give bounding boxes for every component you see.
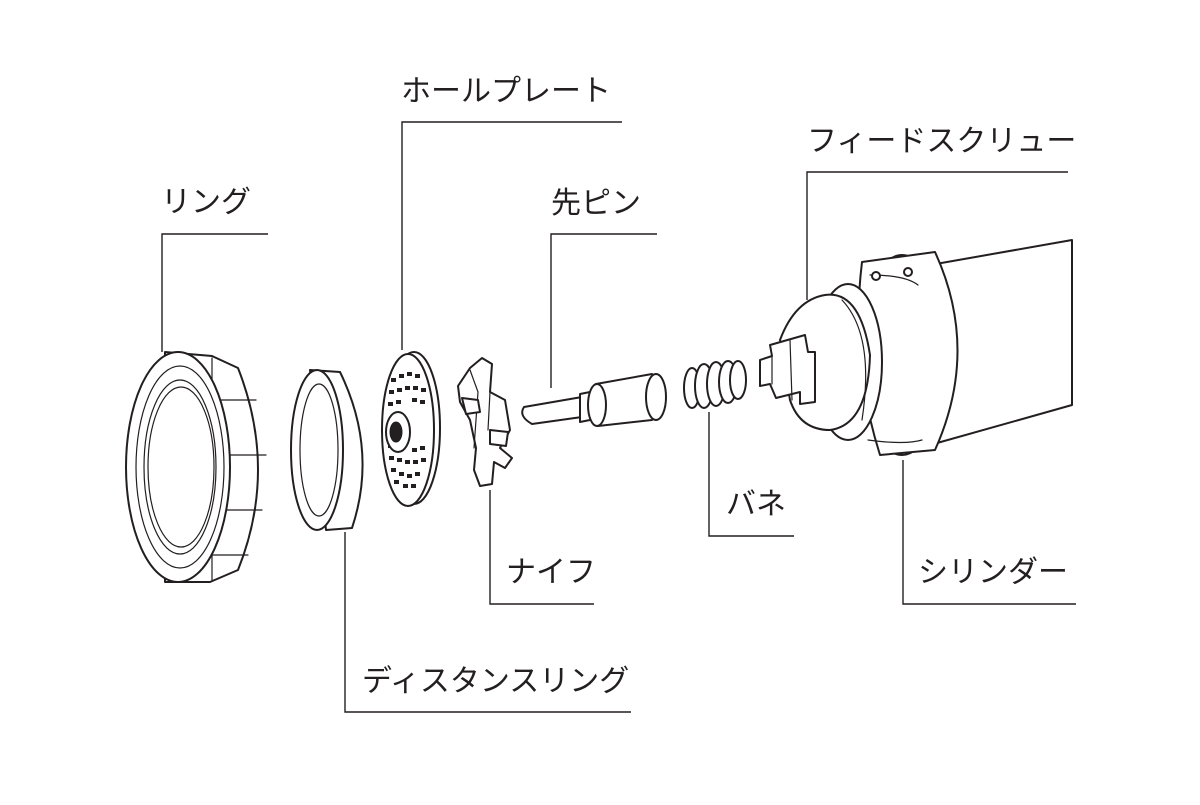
tip-pin-part <box>521 373 667 427</box>
label-spring: バネ <box>726 487 786 522</box>
leader-distance-ring <box>344 532 631 713</box>
leader-tip-pin <box>550 233 657 388</box>
spring-part <box>683 360 747 409</box>
leader-hole-plate <box>401 121 622 350</box>
leader-lines <box>161 121 1076 713</box>
knife-part <box>457 357 513 487</box>
leader-knife <box>489 490 594 605</box>
label-knife: ナイフ <box>506 555 596 590</box>
label-cylinder: シリンダー <box>918 555 1068 590</box>
distance-ring-part <box>290 369 364 531</box>
label-distance-ring: ディスタンスリング <box>362 664 630 699</box>
ring-part <box>125 351 267 583</box>
label-ring: リング <box>161 185 251 220</box>
hole-plate-part <box>381 351 441 507</box>
leader-ring <box>161 233 268 352</box>
leader-spring <box>708 412 794 537</box>
leader-cylinder <box>902 460 1076 605</box>
feed-screw-part <box>759 293 871 431</box>
label-feed-screw: フィードスクリュー <box>807 124 1077 159</box>
label-tip-pin: 先ピン <box>551 186 641 221</box>
label-hole-plate: ホールプレート <box>401 74 611 109</box>
leader-feed-screw <box>806 171 1068 300</box>
